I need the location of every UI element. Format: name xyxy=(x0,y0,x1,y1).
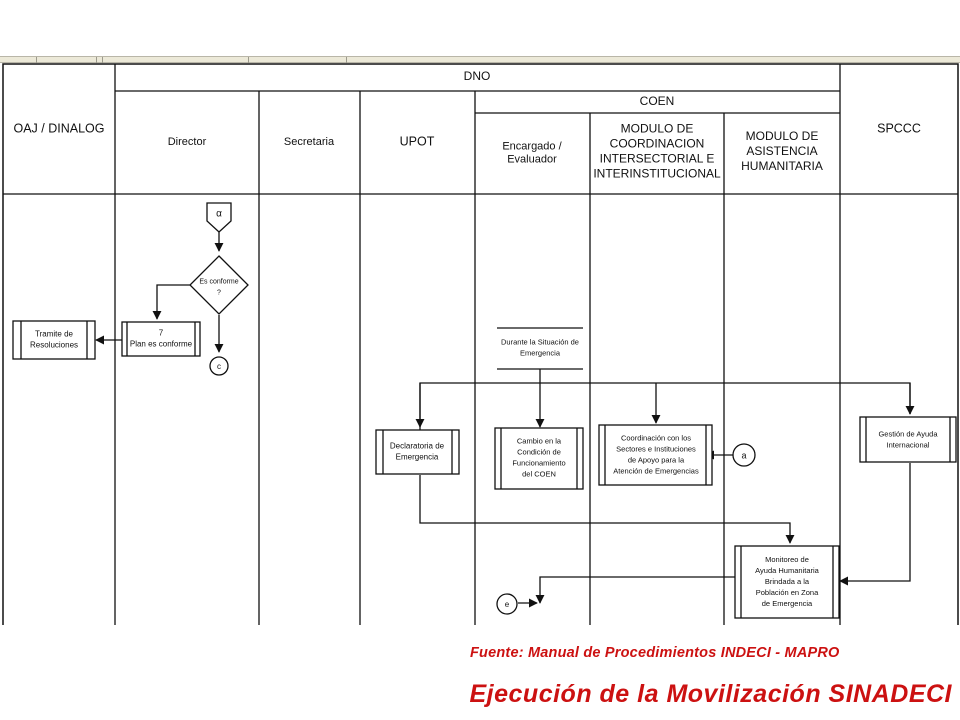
slide-title: Ejecución de la Movilización SINADECI xyxy=(469,680,952,708)
process-label-cambio: Condición de xyxy=(517,447,561,456)
process-label-gestion: Internacional xyxy=(887,440,930,449)
dno-header: DNO xyxy=(464,69,491,83)
connector-alpha-shape xyxy=(206,202,232,233)
connector-e-shape xyxy=(496,593,518,615)
swimlane-flowchart: OAJ / DINALOG DNO Director Secretaria UPOT CO… xyxy=(2,63,959,625)
process-box-cambio xyxy=(494,427,584,490)
lane-header-upot: UPOT xyxy=(400,134,435,148)
process-label-cambio: Funcionamiento xyxy=(512,458,565,467)
process-box-coordinacion xyxy=(598,424,713,486)
connector-c-label: c xyxy=(217,362,221,371)
arrow-gestion-to-monitoreo xyxy=(839,463,911,586)
process-label-coordinacion: Coordinación con los xyxy=(621,433,691,442)
process-label-monitoreo: de Emergencia xyxy=(762,599,813,608)
process-label-step7: Plan es conforme xyxy=(130,340,193,349)
toolbar-separator xyxy=(102,57,103,63)
lane-header-modulo-asistencia: MODULO DE xyxy=(746,129,819,143)
process-label-tramite: Tramite de xyxy=(35,330,73,339)
window-toolbar-strip xyxy=(0,56,960,63)
lane-header-modulo-coordinacion: INTERSECTORIAL E xyxy=(600,152,715,166)
process-label-cambio: Cambio en la xyxy=(517,436,562,445)
lane-headers: OAJ / DINALOG DNO Director Secretaria UPOT CO… xyxy=(14,69,921,181)
process-label-monitoreo: Brindada a la xyxy=(765,577,810,586)
swimlane-grid xyxy=(2,63,959,625)
toolbar-separator xyxy=(36,57,37,63)
arrow-bus-line xyxy=(419,382,911,430)
source-note: Fuente: Manual de Procedimientos INDECI … xyxy=(470,645,840,661)
process-box-declaratoria xyxy=(375,429,460,475)
process-label-gestion: Gestión de Ayuda xyxy=(878,429,938,438)
arrow-decision-no-to-step7 xyxy=(152,284,190,320)
decision-diamond xyxy=(189,255,249,315)
lane-header-oaj: OAJ / DINALOG xyxy=(14,121,105,135)
process-label-step7: 7 xyxy=(159,329,164,338)
connector-alpha-right-shape xyxy=(732,443,756,467)
decision-label: Es conforme xyxy=(199,278,238,285)
lane-header-encargado: Encargado / xyxy=(502,140,562,152)
lane-header-modulo-coordinacion: INTERINSTITUCIONAL xyxy=(593,167,721,181)
process-label-monitoreo: Monitoreo de xyxy=(765,555,809,564)
lane-header-director: Director xyxy=(168,136,207,148)
lane-header-modulo-asistencia: HUMANITARIA xyxy=(741,159,823,173)
arrow-monitoreo-to-bottom xyxy=(535,576,735,604)
flow-arrows xyxy=(95,231,915,608)
process-label-declaratoria: Declaratoria de xyxy=(390,442,445,451)
connector-e-label: e xyxy=(505,600,510,609)
annotation-situation-label: Durante la Situación de xyxy=(501,337,579,346)
process-box-monitoreo xyxy=(734,545,840,619)
connector-alpha-label: α xyxy=(216,209,222,220)
process-label-coordinacion: de Apoyo para la xyxy=(628,455,685,464)
arrow-declaratoria-to-monitoreo xyxy=(419,475,795,544)
process-box-step7 xyxy=(121,321,201,357)
connector-alpha-right-label: a xyxy=(741,450,746,460)
lane-header-encargado: Evaluador xyxy=(507,153,557,165)
process-label-coordinacion: Atención de Emergencias xyxy=(613,466,699,475)
lane-header-modulo-asistencia: ASISTENCIA xyxy=(746,144,817,158)
process-label-monitoreo: Ayuda Humanitaria xyxy=(755,566,819,575)
blank-top-area xyxy=(0,0,960,56)
toolbar-separator xyxy=(346,57,347,63)
toolbar-separator xyxy=(248,57,249,63)
diagram-frame xyxy=(2,63,959,625)
lane-header-modulo-coordinacion: COORDINACION xyxy=(610,137,705,151)
process-box-tramite xyxy=(12,320,96,360)
process-label-cambio: del COEN xyxy=(522,469,556,478)
process-label-tramite: Resoluciones xyxy=(30,341,78,350)
coen-header: COEN xyxy=(640,94,675,108)
lane-header-secretaria: Secretaria xyxy=(284,136,335,148)
toolbar-separator xyxy=(96,57,97,63)
lane-header-modulo-coordinacion: MODULO DE xyxy=(621,122,694,136)
decision-label: ? xyxy=(217,289,221,296)
process-label-coordinacion: Sectores e Instituciones xyxy=(616,444,696,453)
process-label-monitoreo: Población en Zona xyxy=(756,588,819,597)
lane-header-spccc: SPCCC xyxy=(877,121,921,135)
process-label-declaratoria: Emergencia xyxy=(396,453,439,462)
process-box-gestion xyxy=(859,416,957,463)
annotation-situation-label: Emergencia xyxy=(520,348,561,357)
connector-c-shape xyxy=(209,356,229,376)
